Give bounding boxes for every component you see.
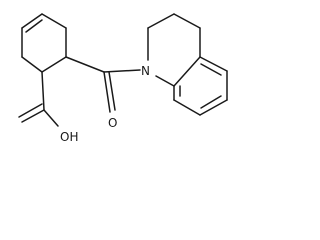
hydroxyl-label: OH: [60, 130, 78, 144]
bond-c5-c6: [21, 56, 43, 73]
bond-carbonyl-to-nitrogen: [103, 69, 141, 73]
bond-ring-to-acid-carbon: [41, 71, 45, 111]
carbonyl-double-bond-b: [108, 71, 116, 111]
carboxylic-acid-group: [18, 71, 59, 127]
acid-carbonyl-bond-b: [18, 103, 43, 118]
bond-c3-c4: [173, 13, 201, 29]
aromatic-inner-bond-1: [200, 63, 222, 76]
bond-c7-c8: [173, 99, 201, 116]
aromatic-inner-bond-2: [200, 95, 222, 109]
carbonyl-oxygen-label: O: [108, 116, 117, 130]
nitrogen-atom-label: N: [141, 64, 150, 78]
bond-c8a-c4a: [173, 56, 201, 87]
bond-c4-c5: [41, 56, 67, 73]
bond-ring-to-carbonyl: [65, 56, 105, 73]
bond-c2-c3: [41, 13, 67, 29]
bond-c4a-c5: [199, 56, 228, 72]
bond-n-c8a: [155, 75, 175, 87]
bond-acid-carbon-to-oh: [43, 109, 59, 127]
bond-c6-c7: [199, 99, 228, 116]
molecule-structure: N O OH: [18, 13, 228, 144]
benzene-ring: [173, 56, 228, 116]
acid-carbonyl-bond-a: [21, 109, 45, 123]
piperidine-ring: [147, 13, 201, 87]
bond-c1-c2: [21, 13, 43, 29]
cyclohexene-ring: [21, 13, 67, 73]
bond-c2-c3: [147, 13, 175, 29]
double-bond-c1-c2-inner: [25, 19, 43, 33]
amide-carbonyl-group: [65, 56, 141, 113]
carbonyl-double-bond-a: [103, 71, 111, 113]
